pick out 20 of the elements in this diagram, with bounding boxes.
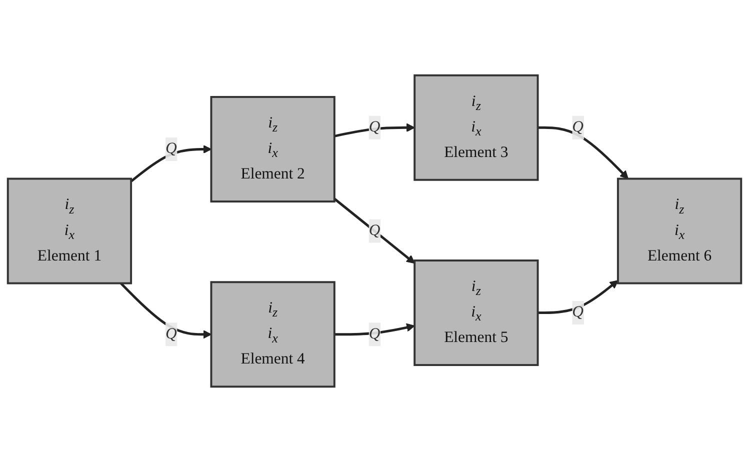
edge-label: Q (368, 118, 380, 136)
arrow (130, 144, 212, 182)
edge-label: Q (165, 326, 177, 342)
edge-label: Q (368, 326, 380, 342)
edge-label: Q (368, 222, 380, 239)
arrow (334, 123, 415, 138)
arrow (538, 280, 618, 314)
node-box: i$_{z}$ i$_{x}$ Element 6 (616, 178, 742, 284)
node-box: i$_{z}$ i$_{x}$ Element 4 (210, 281, 336, 388)
node-box: i$_{z}$ i$_{x}$ Element 5 (414, 260, 539, 366)
arrow (120, 282, 212, 339)
node-box: i$_{z}$ i$_{x}$ Element 2 (210, 96, 336, 202)
arrow (538, 126, 629, 180)
arrow (334, 198, 415, 264)
node-box: i$_{z}$ i$_{x}$ Element 1 (6, 178, 132, 284)
node-box: i$_{z}$ i$_{x}$ Element 3 (414, 74, 539, 181)
edge-label: Q (165, 140, 177, 158)
edge-label: Q (572, 118, 584, 136)
arrow (334, 323, 415, 336)
edge-label: Q (572, 304, 584, 321)
